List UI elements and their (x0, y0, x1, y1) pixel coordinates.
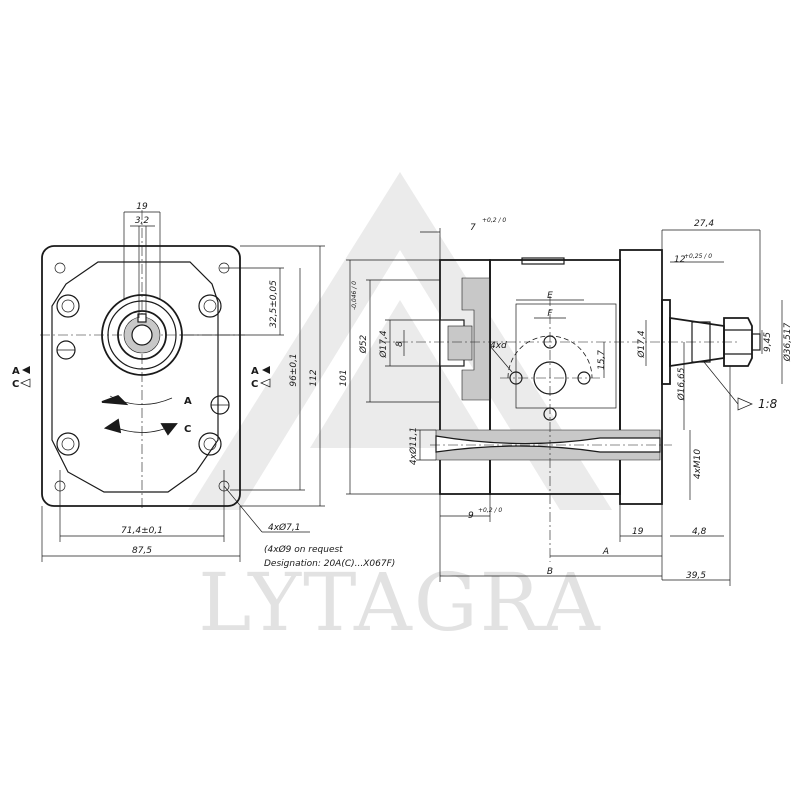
port-markers-left: A C (12, 366, 31, 390)
dim-shaft-length: 27,4 (694, 219, 714, 229)
dim-shaft-offset: 4,8 (692, 527, 707, 537)
dim-f: F (547, 309, 553, 319)
watermark-logo (188, 172, 612, 510)
port-left-a: A (12, 366, 20, 377)
dim-port-dia-right: Ø17,4 (636, 330, 647, 358)
front-dimensions: 19 3,2 32,5±0,05 96±0,1 112 71,4±0,1 87,… (41, 202, 325, 562)
front-body-contour (51, 261, 219, 493)
dim-rear-cover: 19 (632, 527, 644, 537)
dim-bolt-offset: 32,5±0,05 (269, 280, 279, 328)
dim-flange-tol: +0,2 / 0 (482, 217, 506, 224)
note-holes-request: (4xØ9 on request (264, 544, 343, 555)
dim-port-h: 15,7 (597, 350, 607, 370)
side-view: 7 +0,2 / 0 101 Ø52 -0,046 / 0 Ø17,4 8 4x… (339, 217, 793, 586)
dim-shaft-flat: 19 (136, 202, 148, 212)
side-dimensions: 7 +0,2 / 0 101 Ø52 -0,046 / 0 Ø17,4 8 4x… (339, 217, 793, 586)
dim-pilot-dia: Ø52 (358, 334, 369, 354)
dim-tie-rods: 4xM10 (693, 449, 703, 480)
watermark: LYTAGRA (188, 172, 612, 649)
dim-thread-dia: Ø36,517 (782, 322, 793, 362)
shaft-coupling (447, 325, 473, 361)
dim-shaft-step-tol: +0,25 / 0 (684, 253, 712, 260)
dim-port-depth: 8 (395, 341, 405, 347)
dim-height: 112 (309, 369, 319, 386)
dim-shaft-step: 12 (674, 255, 686, 265)
dim-key-width: 3,2 (135, 216, 150, 226)
dim-spacer-tol: +0,2 / 0 (478, 507, 502, 514)
port-right-a: A (251, 366, 259, 377)
side-rear-cover (619, 249, 663, 505)
rotation-arrows: A C (101, 394, 192, 436)
dim-overall-height: 101 (339, 369, 349, 386)
dim-b: B (547, 567, 553, 577)
dim-taper: 1:8 (758, 397, 778, 411)
side-shaft (661, 299, 761, 385)
rotation-label-a: A (184, 396, 192, 407)
dim-width: 87,5 (132, 546, 152, 556)
dim-spacer: 9 (468, 511, 474, 521)
dim-bolt-spacing-h: 71,4±0,1 (121, 526, 163, 536)
dim-holes: 4xØ7,1 (268, 522, 300, 533)
dim-bolt-spacing-v: 96±0,1 (289, 353, 299, 386)
note-designation: Designation: 20A(C)...X067F) (264, 559, 395, 569)
dim-flange-thickness: 7 (470, 223, 476, 233)
front-view: A C A C A C 19 3,2 32,5±0,05 (12, 202, 395, 569)
rotation-label-c: C (184, 424, 191, 435)
watermark-brand: LYTAGRA (198, 556, 602, 649)
dim-thread-depth: 4xd (490, 341, 507, 351)
dim-e: E (547, 291, 553, 301)
dim-protrusion: 39,5 (686, 571, 706, 581)
port-right-c: C (251, 379, 258, 390)
port-left-c: C (12, 379, 19, 390)
dim-port-dia: Ø17,4 (378, 330, 389, 358)
shaft-nut (723, 317, 753, 367)
dim-bore: 4xØ11,1 (408, 427, 419, 465)
port-markers-right: A C (251, 366, 271, 390)
dim-cone-dia: Ø16,65 (676, 367, 687, 401)
front-flange-outline (41, 245, 241, 507)
dim-pilot-tol: -0,046 / 0 (351, 281, 358, 310)
dim-thread-len: 9,45 (763, 332, 773, 352)
dim-a: A (602, 547, 609, 557)
